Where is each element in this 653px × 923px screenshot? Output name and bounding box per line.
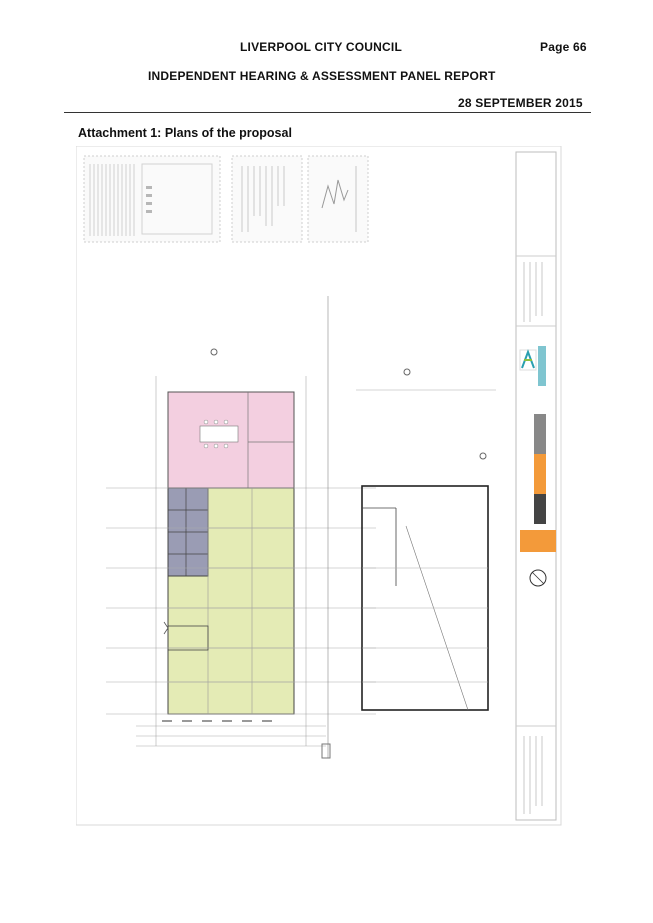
- legend-panel: [231, 155, 303, 243]
- attachment-title: Attachment 1: Plans of the proposal: [78, 126, 292, 140]
- report-title: INDEPENDENT HEARING & ASSESSMENT PANEL R…: [148, 69, 496, 83]
- notes-panel: [83, 155, 221, 243]
- page-number: Page 66: [540, 40, 587, 54]
- title-block: [515, 151, 557, 821]
- dimension-labels: [162, 720, 331, 759]
- header-rule: [64, 112, 591, 113]
- location-sketch-panel: [307, 155, 369, 243]
- ground-floor-plan: [163, 391, 295, 715]
- north-arrow-icon: [210, 348, 487, 460]
- roof-plan: [356, 389, 496, 711]
- council-logo: [519, 346, 546, 386]
- report-date: 28 SEPTEMBER 2015: [458, 96, 583, 110]
- grid-lines: [106, 296, 376, 758]
- council-name: LIVERPOOL CITY COUNCIL: [240, 40, 402, 54]
- architectural-plan-drawing: [76, 146, 562, 826]
